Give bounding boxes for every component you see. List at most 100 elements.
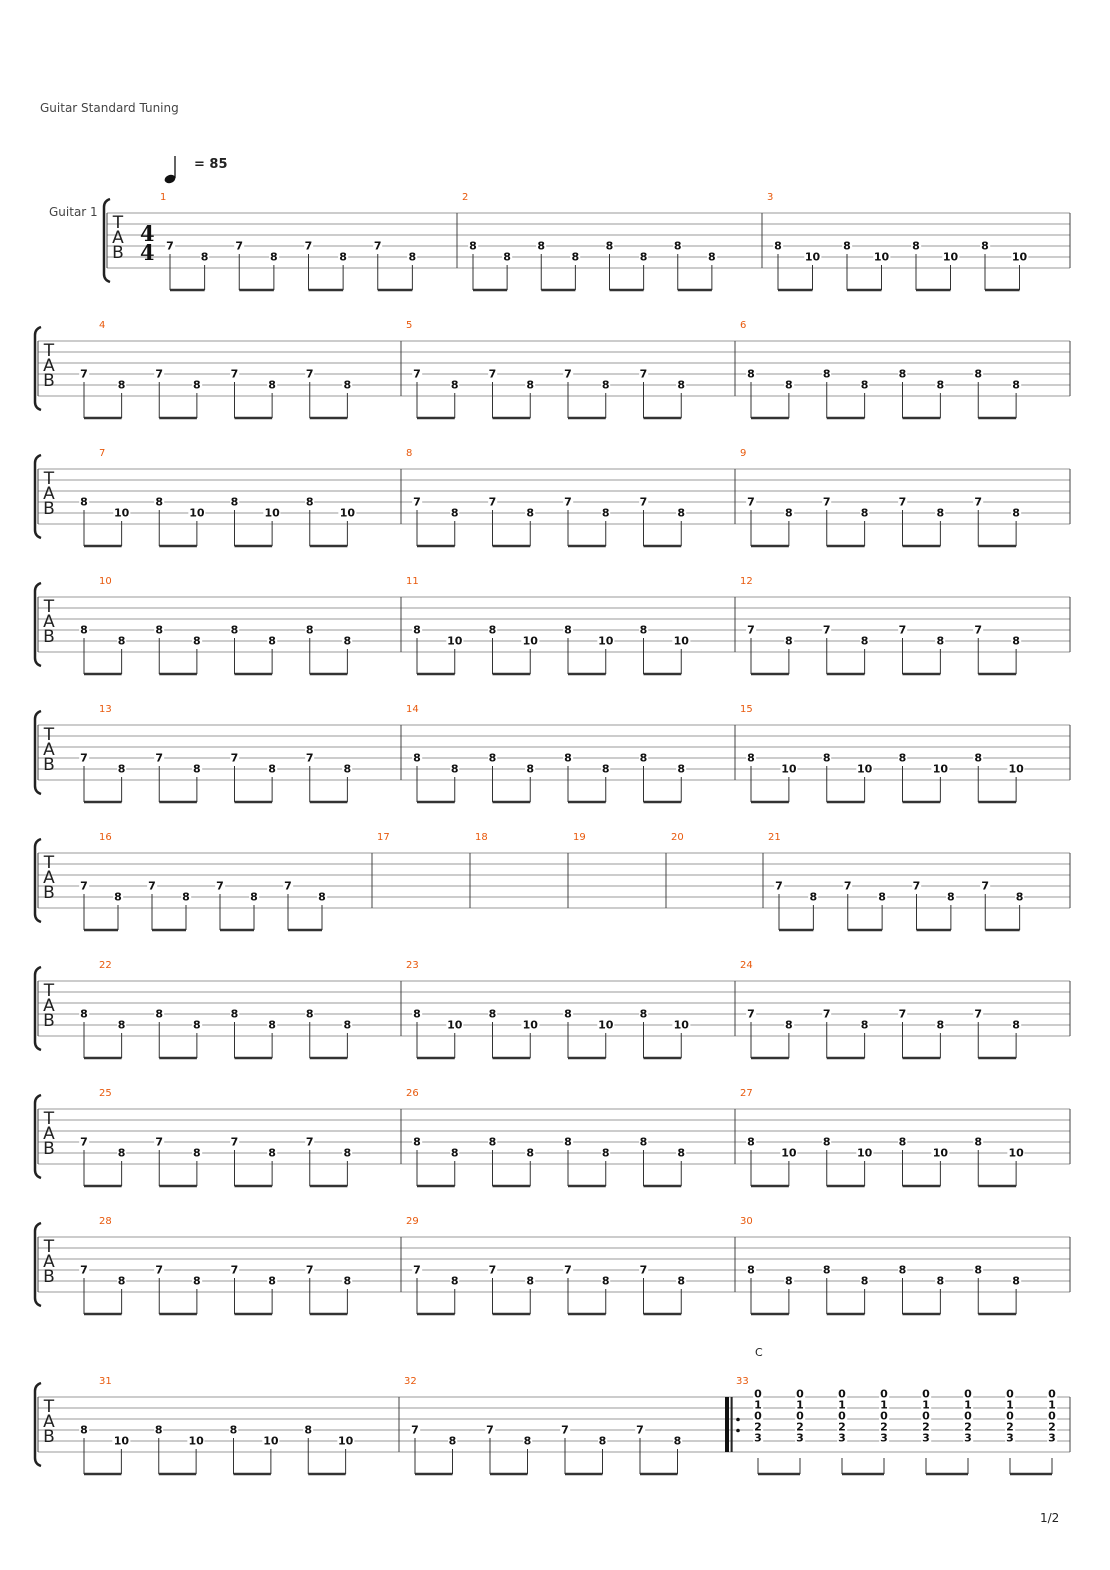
fret-number: 8: [116, 1146, 127, 1160]
fret-number: 7: [412, 1263, 422, 1277]
measure-number: 29: [406, 1216, 419, 1227]
chord-fret-number: 1: [963, 1398, 973, 1412]
chord-fret-number: 0: [879, 1409, 889, 1423]
fret-number: 8: [897, 1263, 908, 1277]
chord-fret-number: 3: [753, 1431, 763, 1445]
fret-number: 8: [116, 1018, 127, 1032]
fret-number: 8: [447, 1434, 458, 1448]
measure-number: 4: [99, 320, 106, 331]
fret-number: 7: [79, 879, 89, 893]
fret-number: 7: [487, 367, 498, 381]
fret-number: 8: [973, 1135, 984, 1149]
measure-number: 26: [406, 1088, 419, 1099]
fret-number: 7: [79, 367, 89, 381]
chord-fret-number: 0: [921, 1409, 931, 1423]
fret-number: 8: [116, 634, 127, 648]
chord-fret-number: 2: [879, 1420, 889, 1434]
tab-clef-letter: T: [43, 1109, 55, 1129]
chord-fret-number: 2: [1005, 1420, 1015, 1434]
fret-number: 8: [676, 506, 687, 520]
fret-number: 8: [638, 250, 649, 264]
fret-number: 8: [267, 1274, 277, 1288]
tab-clef-letter: B: [43, 1267, 55, 1287]
measure-number: 19: [573, 832, 586, 843]
fret-number: 7: [911, 879, 922, 893]
tab-clef-letter: T: [43, 1397, 55, 1417]
fret-number: 8: [563, 751, 573, 765]
fret-number: 10: [521, 634, 539, 648]
measure-number: 21: [768, 832, 781, 843]
fret-number: 8: [563, 623, 573, 637]
fret-number: 7: [372, 239, 383, 253]
system-bracket: [33, 1221, 42, 1308]
fret-number: 10: [521, 1018, 539, 1032]
fret-number: 8: [79, 1423, 89, 1437]
tab-clef-letter: T: [112, 213, 124, 233]
fret-number: 7: [842, 879, 853, 893]
fret-number: 10: [855, 762, 874, 776]
fret-number: 8: [600, 1274, 611, 1288]
fret-number: 10: [872, 250, 891, 264]
fret-number: 10: [188, 506, 206, 520]
measure-number: 23: [406, 960, 419, 971]
fret-number: 7: [147, 879, 157, 893]
fret-number: 8: [249, 890, 259, 904]
fret-number: 7: [79, 1135, 89, 1149]
fret-number: 10: [931, 1146, 950, 1160]
tab-clef-letter: A: [112, 228, 124, 248]
fret-number: 8: [267, 634, 277, 648]
fret-number: 8: [935, 1018, 946, 1032]
fret-number: 7: [303, 239, 314, 253]
tab-clef-letter: A: [43, 1252, 55, 1272]
chord-fret-number: 0: [1047, 1387, 1057, 1401]
fret-number: 7: [229, 367, 240, 381]
fret-number: 8: [487, 751, 498, 765]
fret-number: 8: [79, 1007, 89, 1021]
fret-number: 10: [1007, 762, 1025, 776]
chord-fret-number: 1: [753, 1398, 763, 1412]
fret-number: 7: [746, 1007, 756, 1021]
system-bracket: [33, 1381, 42, 1468]
fret-number: 8: [821, 751, 832, 765]
measure-number: 2: [462, 192, 469, 203]
fret-number: 8: [784, 1274, 794, 1288]
tuning-label: Guitar Standard Tuning: [40, 101, 179, 115]
fret-number: 8: [116, 378, 127, 392]
chord-fret-number: 0: [753, 1387, 763, 1401]
fret-number: 7: [487, 1263, 498, 1277]
tab-clef-letter: B: [43, 499, 55, 519]
tab-clef-letter: A: [43, 868, 55, 888]
fret-number: 8: [859, 1018, 870, 1032]
fret-number: 8: [597, 1434, 608, 1448]
fret-number: 8: [154, 1007, 165, 1021]
fret-number: 7: [412, 495, 422, 509]
fret-number: 8: [487, 623, 498, 637]
chord-fret-number: 3: [1047, 1431, 1057, 1445]
fret-number: 8: [1011, 634, 1021, 648]
fret-number: 8: [604, 239, 615, 253]
fret-number: 8: [821, 367, 832, 381]
fret-number: 8: [79, 495, 89, 509]
tab-clef-letter: B: [43, 627, 55, 647]
fret-number: 7: [154, 1135, 165, 1149]
fret-number: 10: [263, 506, 281, 520]
fret-number: 8: [600, 1146, 611, 1160]
quarter-note-icon: [164, 156, 176, 184]
tab-clef-letter: B: [43, 883, 55, 903]
fret-number: 8: [784, 506, 794, 520]
fret-number: 10: [187, 1434, 205, 1448]
chord-fret-number: 3: [879, 1431, 889, 1445]
chord-fret-number: 0: [837, 1409, 847, 1423]
measure-number: 24: [740, 960, 753, 971]
fret-number: 7: [821, 1007, 832, 1021]
tab-clef-letter: T: [43, 725, 55, 745]
fret-number: 8: [199, 250, 210, 264]
fret-number: 8: [192, 762, 202, 776]
